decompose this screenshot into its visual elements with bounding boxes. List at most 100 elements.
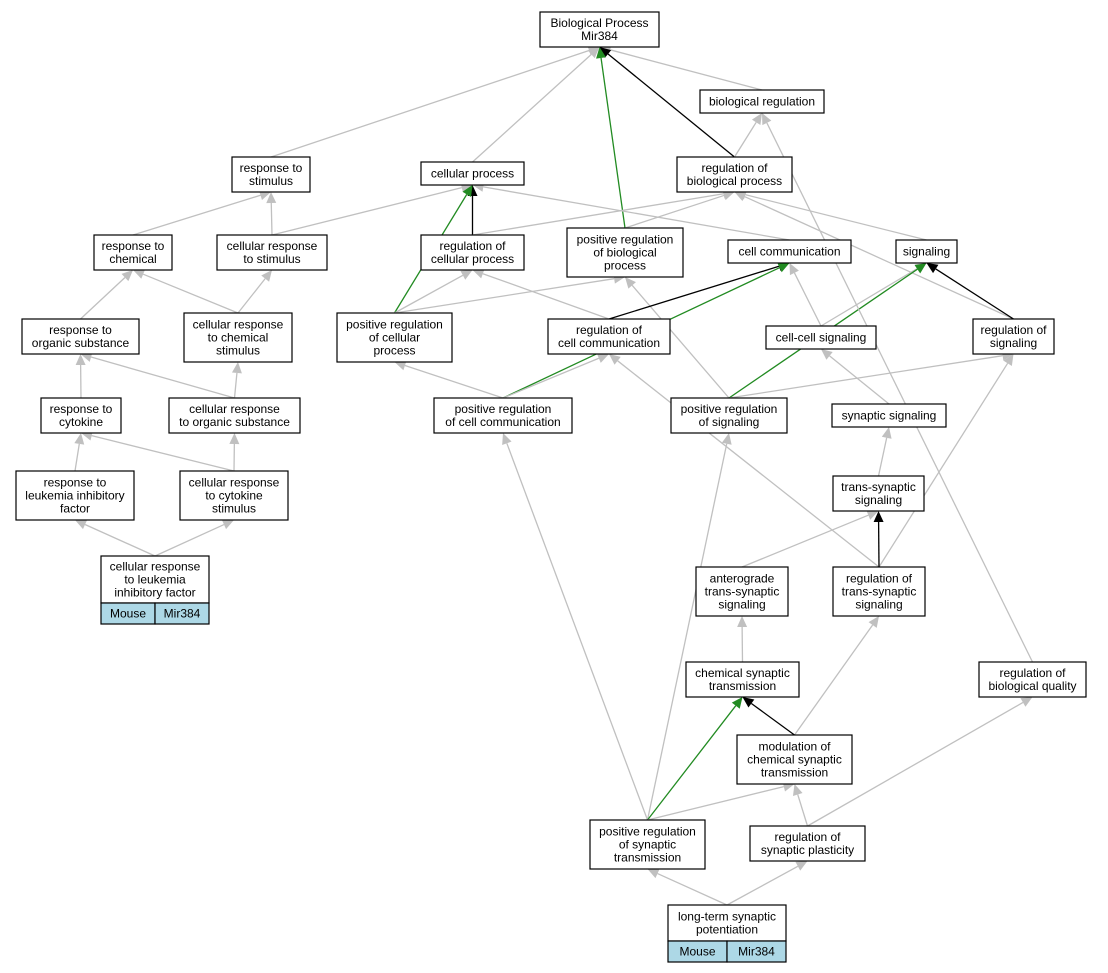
term-label-line: trans-synaptic — [842, 585, 917, 599]
edge-is-a-respcyt-to-resporg — [75, 354, 86, 399]
term-label-line: long-term synaptic — [678, 910, 776, 924]
arrowhead-icon — [266, 192, 277, 204]
term-node-cellproc[interactable]: cellular process — [420, 161, 525, 186]
edge-is-a-posregsyn-to-modchemsyn — [647, 781, 795, 821]
term-label-line: signaling — [903, 245, 950, 259]
arrowhead-icon — [742, 697, 755, 708]
term-label-line: transmission — [709, 679, 776, 693]
term-label-line: positive regulation — [599, 825, 696, 839]
edge-regulates-regbio-to-root — [599, 47, 735, 158]
term-label-line: cell communication — [558, 336, 660, 350]
edge-line — [793, 624, 874, 736]
arrowhead-icon — [737, 616, 748, 628]
edge-line — [90, 356, 235, 399]
edge-line — [877, 437, 888, 477]
arrowhead-icon — [1020, 697, 1033, 707]
term-box — [15, 470, 135, 521]
edge-line — [270, 49, 590, 158]
arrowhead-icon — [873, 511, 884, 523]
annotation-tag-cell — [154, 602, 210, 625]
arrowhead-icon — [460, 270, 473, 280]
term-box — [736, 734, 853, 785]
term-node-signaling[interactable]: signaling — [895, 239, 958, 264]
arrowhead-icon — [261, 270, 272, 282]
term-label-line: biological process — [687, 174, 782, 188]
term-label-line: cytokine — [59, 415, 103, 429]
term-label-line: to chemical — [208, 331, 269, 345]
term-label-line: positive regulation — [455, 402, 552, 416]
arrowhead-icon — [502, 433, 512, 446]
term-label-line: chemical — [109, 252, 156, 266]
edge-is-a-cellresporg-to-resporg — [80, 352, 235, 399]
term-label-line: to stimulus — [243, 252, 300, 266]
term-box — [216, 234, 328, 271]
edge-is-a-regcellcomm-to-regcell — [472, 269, 610, 320]
term-node-bioreg[interactable]: biological regulation — [699, 89, 825, 114]
arrowhead-icon — [795, 861, 808, 871]
arrowhead-icon — [881, 427, 892, 439]
term-node-cellcomm[interactable]: cell communication — [727, 239, 852, 264]
edge-line — [647, 785, 784, 821]
term-label-line: trans-synaptic — [705, 585, 780, 599]
edge-is-a-posregcellcomm-to-regcellcomm — [502, 353, 609, 399]
edge-is-a-cellresporg-to-cellrespchem — [231, 362, 242, 399]
edge-is-a-cellrespchem-to-respchem — [133, 269, 239, 314]
term-node-synsig[interactable]: synaptic signaling — [831, 403, 947, 428]
term-box — [831, 403, 947, 428]
arrowhead-icon — [596, 47, 606, 59]
edge-line — [878, 362, 1009, 568]
term-label-line: synaptic plasticity — [761, 843, 854, 857]
edge-is-a-cellrespchem-to-cellrespstim — [237, 270, 272, 314]
edge-line — [271, 187, 462, 236]
term-label-line: cell-cell signaling — [776, 331, 867, 345]
edge-is-a-signaling-to-regbio — [734, 189, 927, 241]
edge-line — [646, 705, 737, 821]
term-label-line: regulation of — [846, 572, 913, 586]
edge-is-a-regtranssyn-to-regcellcomm — [609, 354, 880, 568]
edge-line — [233, 372, 238, 399]
edge-is-a-cellproc-to-root — [472, 47, 600, 163]
term-label-line: cellular response — [189, 402, 280, 416]
edge-is-a-regsig-to-regbio — [734, 192, 1014, 320]
term-box — [547, 318, 671, 355]
edge-line — [744, 195, 1014, 320]
edge-line — [793, 272, 822, 327]
edge-line — [80, 277, 126, 320]
edge-line — [84, 523, 156, 557]
arrowhead-icon — [647, 868, 660, 879]
term-box — [978, 661, 1087, 698]
term-node-ccsig[interactable]: cell-cell signaling — [765, 325, 877, 350]
edge-is-a-regbioqual-to-bioreg — [762, 113, 1034, 663]
term-box — [765, 325, 877, 350]
term-label-line: of cellular — [369, 331, 420, 345]
